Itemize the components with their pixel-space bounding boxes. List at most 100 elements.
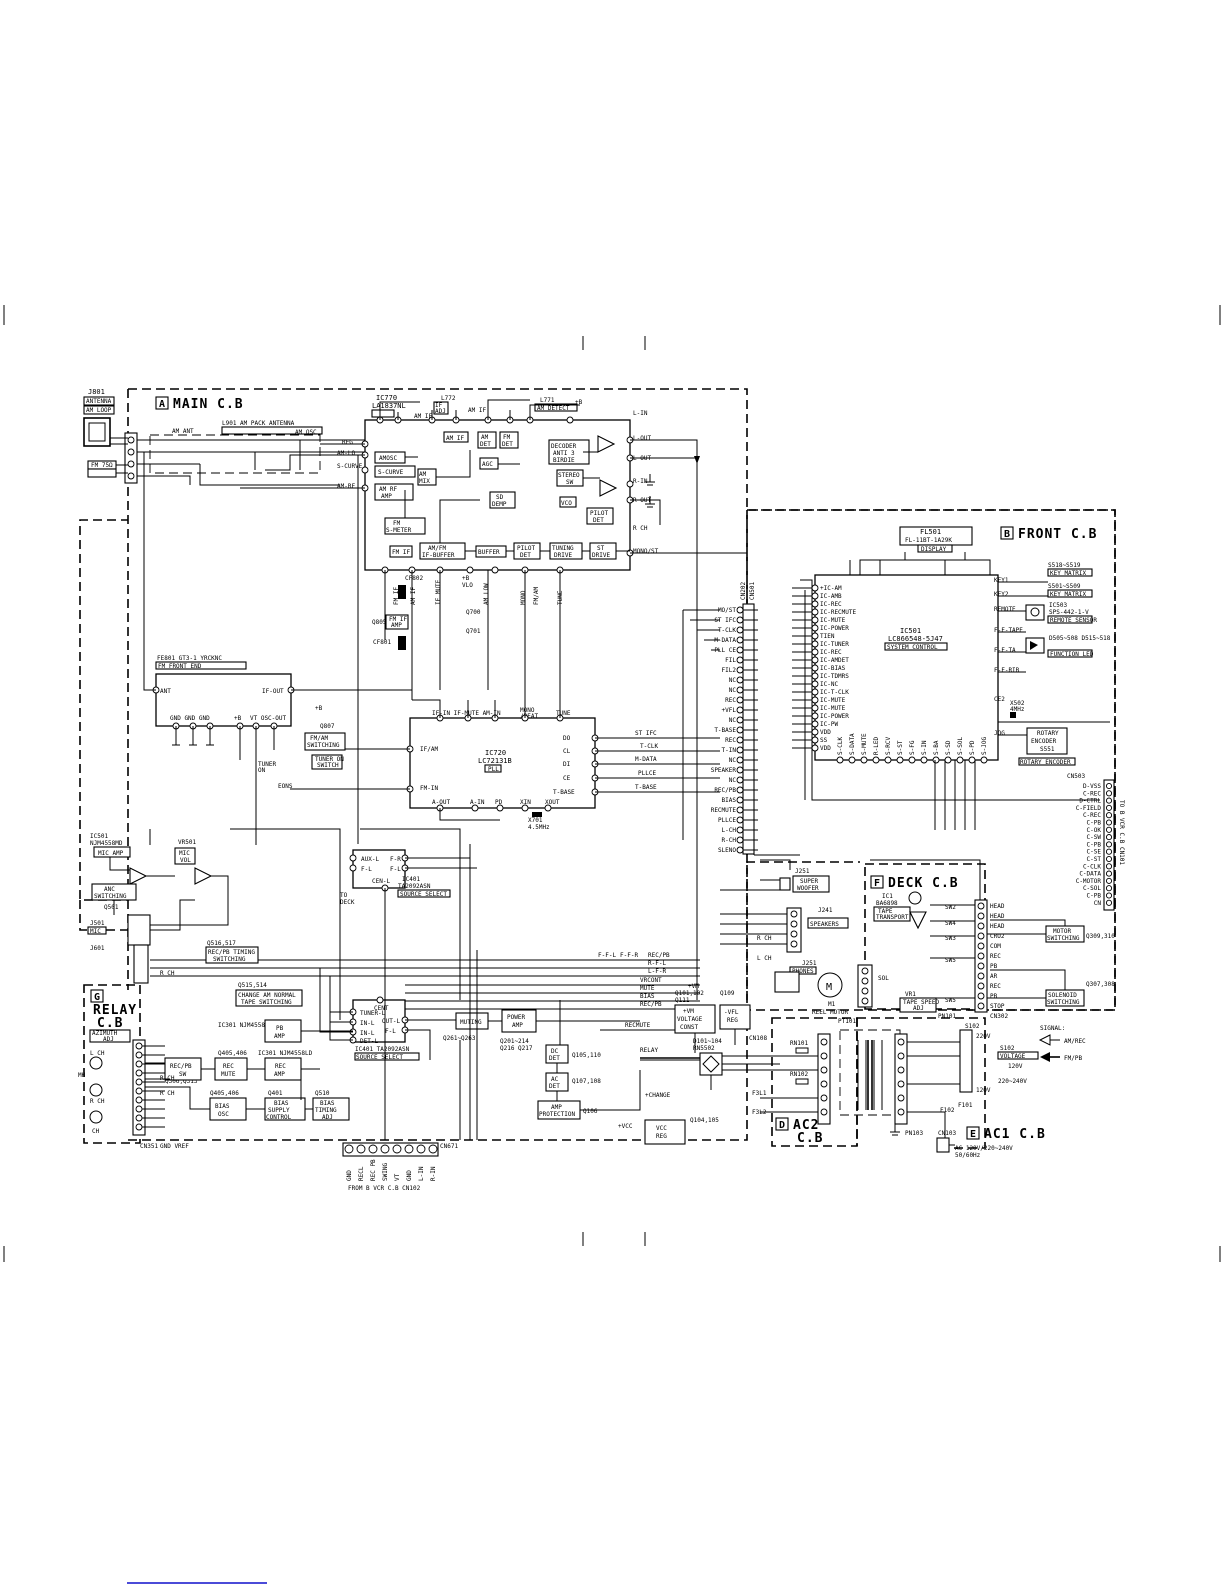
cn671-pin	[356, 1144, 366, 1154]
svg-text:AUX-L: AUX-L	[361, 856, 379, 863]
cn202-pin	[736, 826, 744, 834]
svg-text:4.5MHz: 4.5MHz	[528, 824, 550, 831]
cn202-pin	[736, 816, 744, 824]
wiring	[137, 399, 1100, 1140]
cn202-pin	[736, 806, 744, 814]
svg-text:IC770: IC770	[376, 394, 397, 402]
front-bottom-pin	[968, 756, 976, 764]
deck-cn-pin	[977, 902, 985, 910]
cn503-pin	[1105, 797, 1113, 804]
relay-cn-pin	[135, 1114, 143, 1122]
svg-text:SPEAKERS: SPEAKERS	[810, 921, 839, 928]
svg-text:Q307,308: Q307,308	[1086, 981, 1115, 988]
cn202-pin	[736, 676, 744, 684]
svg-text:T-BASE: T-BASE	[635, 784, 657, 791]
svg-text:+VM: +VM	[683, 1008, 694, 1015]
svg-text:+B: +B	[315, 705, 323, 712]
front-bottom-pin	[848, 756, 856, 764]
cn503-label: CN	[1094, 900, 1102, 907]
front-bottom-pin	[896, 756, 904, 764]
svg-text:Q261~Q263: Q261~Q263	[443, 1035, 476, 1042]
front-left-pin	[811, 616, 819, 624]
svg-text:AMP: AMP	[274, 1033, 285, 1040]
svg-text:J241: J241	[818, 907, 833, 914]
svg-text:PLLCE: PLLCE	[638, 770, 656, 777]
svg-text:S102: S102	[965, 1023, 980, 1030]
svg-text:ADJ: ADJ	[322, 1114, 333, 1121]
svg-text:CONST: CONST	[680, 1024, 698, 1031]
svg-text:Q101,102: Q101,102	[675, 990, 704, 997]
cn503-pin	[1105, 855, 1113, 863]
deck-cn-pin	[977, 1002, 985, 1010]
front-left-pin	[811, 712, 819, 720]
svg-text:AGC: AGC	[482, 461, 493, 468]
cn202-label: PLL CE	[714, 647, 736, 654]
pilot-det2-block	[586, 507, 614, 525]
front-left-label: TIEN	[820, 633, 835, 640]
deck-cn-label: HEAD	[990, 923, 1005, 930]
svg-text:DECK C.B: DECK C.B	[888, 876, 959, 891]
svg-text:T-CLK: T-CLK	[640, 743, 658, 750]
svg-text:MH: MH	[78, 1072, 86, 1079]
svg-text:REC/PB: REC/PB	[648, 952, 670, 959]
svg-text:R-IN: R-IN	[633, 478, 648, 485]
svg-text:SW5: SW5	[945, 997, 956, 1004]
front-bottom-pin	[860, 756, 868, 764]
front-left-label: IC-POWER	[820, 713, 849, 720]
svg-text:CE: CE	[563, 775, 571, 782]
am-det-block	[477, 431, 497, 449]
svg-text:TA2092ASN: TA2092ASN	[398, 883, 431, 890]
cn202-label: NC	[729, 717, 737, 724]
svg-text:C.B: C.B	[97, 1016, 123, 1031]
svg-text:ADJ: ADJ	[913, 1005, 924, 1012]
deck-cn-label: REC	[990, 953, 1001, 960]
svg-text:AM IF: AM IF	[410, 587, 417, 605]
svg-text:Q105,110: Q105,110	[572, 1052, 601, 1059]
front-left-pins: +IC-AMIC-AMBIC-RECIC-RECMUTEIC-MUTEIC-PO…	[792, 584, 857, 752]
svg-text:IC501: IC501	[900, 627, 921, 635]
svg-text:J801: J801	[88, 388, 105, 396]
svg-text:R-F-L: R-F-L	[648, 960, 666, 967]
svg-text:TUNER-L: TUNER-L	[360, 1010, 386, 1017]
cn503-pin	[1105, 848, 1113, 855]
svg-text:E: E	[970, 1129, 976, 1140]
svg-text:FM: FM	[393, 520, 401, 527]
svg-text:Q306,Q313: Q306,Q313	[165, 1078, 198, 1085]
svg-text:RN5502: RN5502	[693, 1045, 715, 1052]
svg-text:GND GND GND: GND GND GND	[170, 715, 210, 722]
front-left-pin	[811, 640, 819, 648]
svg-text:REG: REG	[342, 439, 353, 446]
svg-text:SWITCHING: SWITCHING	[213, 956, 246, 963]
front-left-label: IC-AMDET	[820, 657, 849, 664]
cn671-label: RECL	[358, 1166, 365, 1181]
front-left-label: IC-REC	[820, 601, 842, 608]
front-left-label: IC-NC	[820, 681, 838, 688]
front-bottom-pin	[872, 756, 880, 764]
svg-text:PROTECTION: PROTECTION	[539, 1111, 576, 1118]
front-bottom-label: S-ST	[897, 740, 904, 755]
svg-text:FM IF: FM IF	[392, 549, 410, 556]
svg-text:+B: +B	[575, 399, 583, 406]
svg-text:A: A	[159, 399, 165, 410]
svg-text:R CH: R CH	[757, 935, 772, 942]
svg-text:+VM: +VM	[688, 983, 699, 990]
cn202-pin	[736, 716, 744, 724]
svg-text:Q106: Q106	[583, 1108, 598, 1115]
svg-text:/BEAT: /BEAT	[520, 713, 538, 720]
svg-text:AMOSC: AMOSC	[379, 455, 397, 462]
cn503-label: C-ST	[1087, 856, 1102, 863]
svg-text:F-L: F-L	[390, 866, 401, 873]
crop-marks	[3, 305, 1221, 1262]
svg-text:FM FRONT END: FM FRONT END	[158, 663, 202, 670]
svg-text:ROTARY: ROTARY	[1037, 730, 1059, 737]
svg-text:DI: DI	[563, 761, 571, 768]
svg-text:BIAS: BIAS	[215, 1103, 230, 1110]
cn202-label: NC	[729, 687, 737, 694]
svg-text:MIX: MIX	[419, 478, 430, 485]
relay-cn-pin	[135, 1078, 143, 1086]
cn503-label: D-CTRL	[1079, 798, 1101, 805]
svg-text:IF/AM: IF/AM	[420, 746, 438, 753]
